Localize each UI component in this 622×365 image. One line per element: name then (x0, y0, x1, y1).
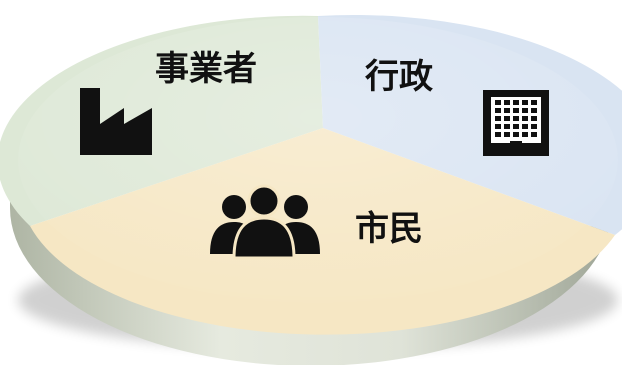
disc-highlight (18, 17, 618, 303)
factory-icon (80, 88, 152, 155)
label-business: 事業者 (155, 49, 257, 89)
building-icon (483, 90, 549, 156)
label-citizens: 市民 (355, 209, 423, 249)
people-icon (210, 184, 320, 260)
label-government: 行政 (365, 57, 433, 97)
